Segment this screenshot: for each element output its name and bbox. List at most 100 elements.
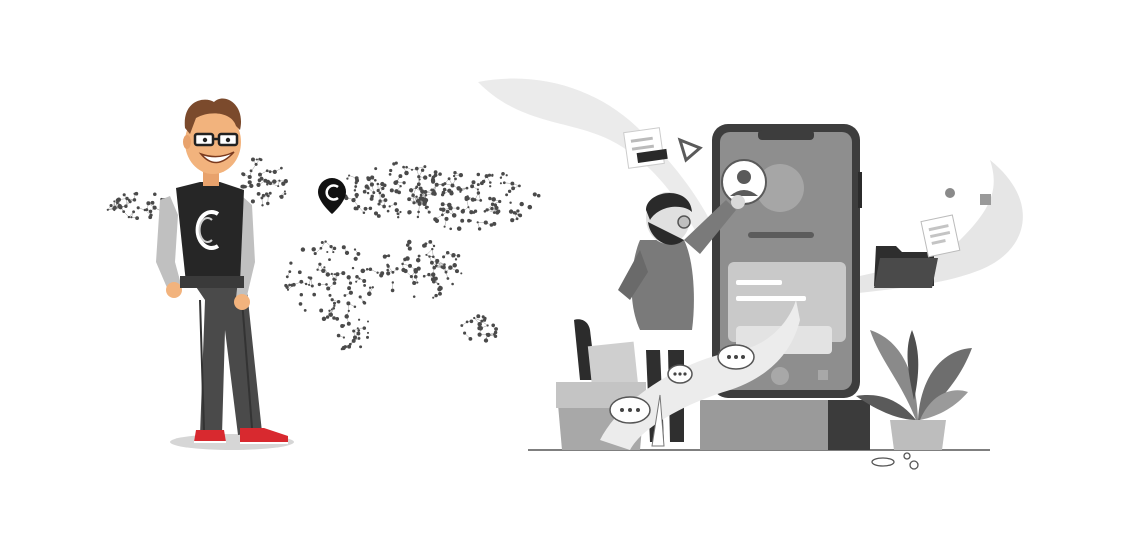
map-dot (127, 198, 131, 202)
map-dot (430, 272, 436, 277)
map-dot (261, 193, 266, 198)
map-dot (441, 213, 444, 217)
map-dot (391, 281, 395, 284)
map-dot (268, 191, 272, 195)
map-dot (328, 312, 333, 317)
map-dot (399, 184, 402, 188)
map-dot (417, 210, 420, 214)
map-dot (335, 317, 340, 321)
map-dot (336, 299, 341, 304)
map-dot (423, 197, 427, 200)
map-dot (460, 324, 464, 327)
map-dot (146, 201, 151, 206)
map-dot (348, 290, 353, 295)
map-dot (456, 254, 461, 258)
map-dot (465, 320, 469, 324)
map-dot (321, 317, 325, 321)
map-dot (460, 272, 463, 275)
map-dot (284, 192, 287, 195)
map-dot (378, 191, 382, 195)
map-dot (463, 331, 467, 335)
map-dot (515, 217, 519, 221)
map-dot (356, 251, 361, 256)
map-dot (476, 172, 481, 177)
man-left-shoe (194, 430, 226, 442)
map-dot (444, 270, 448, 274)
map-dot (272, 169, 277, 175)
map-dot (362, 189, 367, 194)
map-dot (332, 281, 337, 285)
map-dot (319, 308, 324, 313)
map-dot (410, 168, 414, 171)
map-dot (416, 215, 420, 219)
map-dot (297, 270, 302, 275)
map-dot (346, 177, 349, 180)
map-dot (355, 280, 358, 283)
map-dot (446, 277, 450, 280)
map-dot (122, 210, 126, 213)
map-dot (344, 250, 350, 256)
map-dot (471, 180, 476, 185)
map-dot (412, 295, 416, 298)
map-dot (452, 174, 456, 178)
map-dot (465, 186, 469, 190)
map-dot (135, 216, 140, 221)
map-dot (405, 256, 410, 261)
map-dot (430, 178, 436, 183)
map-dot (279, 194, 284, 199)
map-dot (127, 215, 131, 219)
map-dot (368, 206, 373, 211)
map-dot (394, 208, 399, 213)
map-dot (247, 180, 252, 185)
map-dot (380, 193, 386, 198)
map-dot (494, 327, 498, 331)
map-dot (420, 168, 425, 172)
map-dot (143, 208, 147, 212)
map-dot (109, 204, 113, 208)
map-dot (316, 268, 319, 271)
map-dot (407, 197, 412, 202)
map-dot (476, 221, 479, 224)
map-dot (450, 183, 455, 188)
map-dot (402, 165, 405, 169)
map-dot (347, 286, 352, 291)
map-dot (355, 275, 359, 279)
map-dot (313, 252, 317, 256)
map-dot (412, 280, 417, 286)
map-dot (281, 181, 286, 186)
map-dot (288, 270, 292, 273)
map-dot (451, 282, 454, 286)
map-dot (386, 209, 390, 213)
map-dot (454, 269, 460, 274)
map-dot (438, 172, 442, 176)
chat-bubble-icon-phone (717, 344, 755, 370)
map-dot (508, 209, 514, 214)
map-dot (394, 180, 399, 184)
map-dot (414, 187, 418, 190)
map-dot (376, 182, 380, 186)
map-dot (122, 193, 126, 197)
map-dot (480, 319, 484, 323)
map-dot (438, 291, 442, 296)
map-dot (427, 210, 431, 214)
map-dot (333, 273, 336, 276)
map-dot (318, 262, 322, 266)
map-dot (328, 258, 331, 262)
map-dot (352, 339, 355, 342)
map-dot (312, 292, 317, 297)
map-dot (348, 281, 353, 285)
map-dot (468, 337, 473, 341)
map-dot (365, 268, 369, 271)
map-dot (489, 185, 492, 188)
map-link (436, 262, 445, 265)
map-dot (401, 262, 404, 266)
map-dot (453, 171, 457, 175)
map-dot (304, 282, 308, 286)
map-dot (362, 301, 367, 305)
map-dot (434, 293, 438, 298)
map-dot (265, 169, 269, 173)
map-dot (428, 255, 431, 258)
map-dot (343, 345, 347, 349)
map-dot (382, 204, 386, 209)
